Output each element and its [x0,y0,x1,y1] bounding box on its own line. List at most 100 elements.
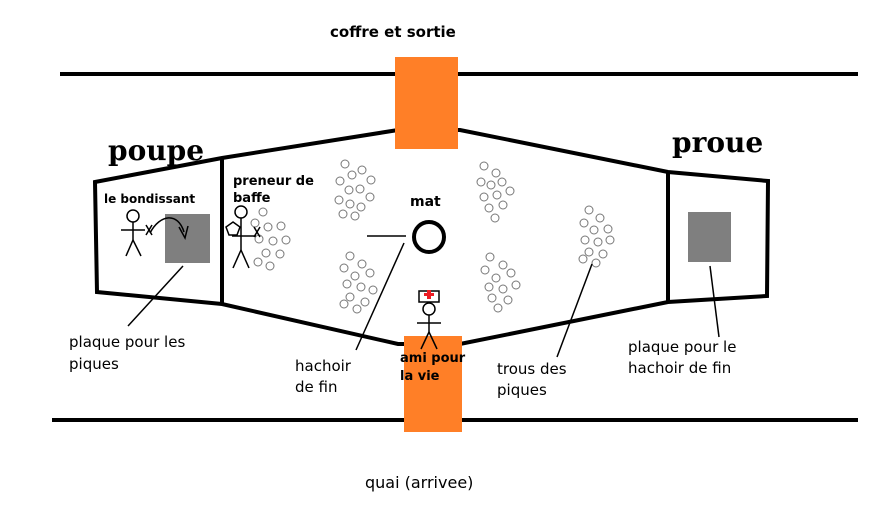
spike-hole [345,199,355,209]
hole-cluster-5 [480,252,521,313]
spike-hole [366,175,376,185]
stern-plate-pointer [127,265,184,327]
holes-label-2: piques [497,381,547,399]
arrow-head [178,225,189,241]
pentagon-icon [225,221,241,236]
spike-hole [589,225,599,235]
spike-hole [491,273,501,283]
spike-hole [253,257,263,267]
spike-hole [356,202,366,212]
spike-hole [258,207,268,217]
spike-hole [605,235,615,245]
spike-hole [275,249,285,259]
spike-hole [505,186,515,196]
spike-hole [350,211,360,221]
spike-hole [350,271,360,281]
spike-hole [484,282,494,292]
spike-hole [506,268,516,278]
spike-hole [338,209,348,219]
chopper-label-1: hachoir [295,357,352,375]
spike-hole [355,184,365,194]
mast [412,220,446,254]
spike-hole [352,304,362,314]
spike-hole [365,268,375,278]
spike-hole [490,213,500,223]
spike-hole [339,299,349,309]
spike-hole [261,248,271,258]
bow-label: proue [672,126,763,159]
spike-hole [476,177,486,187]
spike-hole [486,180,496,190]
spike-hole [263,222,273,232]
jump-arrow [149,217,185,234]
friend-label-1: ami pour [400,351,466,366]
spike-hole [357,165,367,175]
spike-hole [595,213,605,223]
spike-hole [356,282,366,292]
spike-hole [368,285,378,295]
top-exit-label: coffre et sortie [330,23,456,41]
spike-hole [498,284,508,294]
spike-hole [580,235,590,245]
spike-hole [591,258,601,268]
spike-hole [492,190,502,200]
spike-hole [485,252,495,262]
bouncer-label: le bondissant [104,192,195,206]
bottom-dock-door [404,336,462,432]
stern-plate-label-1: plaque pour les [69,333,185,351]
stern-plate [165,214,210,263]
hole-cluster-4 [339,251,378,314]
red-cross-icon [424,290,434,299]
spike-hole [479,192,489,202]
spike-hole [584,247,594,257]
spike-hole [487,293,497,303]
spike-hole [268,236,278,246]
stern-label: poupe [108,134,204,167]
spike-hole [345,251,355,261]
spike-hole [342,279,352,289]
hole-cluster-1 [334,159,376,221]
friend-label-2: la vie [400,369,440,384]
spike-hole [250,218,260,228]
slap-taker-label-2: baffe [233,191,271,206]
spike-hole [484,203,494,213]
chopper-label-2: de fin [295,378,337,396]
spike-hole [584,205,594,215]
spike-hole [335,176,345,186]
slap-taker-figure [232,205,261,269]
spike-hole [276,221,286,231]
spike-holes [250,159,615,314]
stern-plate-label-2: piques [69,355,119,373]
spike-hole [344,185,354,195]
spike-hole [493,303,503,313]
holes-pointer [556,263,593,358]
bottom-dock-label: quai (arrivee) [365,473,473,492]
spike-hole [340,159,350,169]
spike-hole [347,170,357,180]
hole-cluster-2 [476,161,515,223]
spike-hole [281,235,291,245]
spike-hole [503,295,513,305]
spike-hole [498,200,508,210]
spike-hole [579,218,589,228]
hole-cluster-3 [250,207,291,271]
holes-label-1: trous des [497,360,567,378]
spike-hole [511,280,521,290]
spike-hole [479,161,489,171]
chopper-pointer [355,242,405,351]
spike-hole [480,265,490,275]
spike-hole [593,237,603,247]
spike-hole [334,195,344,205]
bow-plate-label-2: hachoir de fin [628,359,731,377]
bouncer-figure [121,209,153,257]
slap-taker-label-1: preneur de [233,174,314,189]
spike-hole [498,260,508,270]
spike-hole [265,261,275,271]
spike-hole [491,168,501,178]
spike-hole [339,263,349,273]
spike-hole [497,177,507,187]
top-exit-door [395,57,458,149]
spike-hole [603,224,613,234]
bow-plate-pointer [709,265,720,338]
